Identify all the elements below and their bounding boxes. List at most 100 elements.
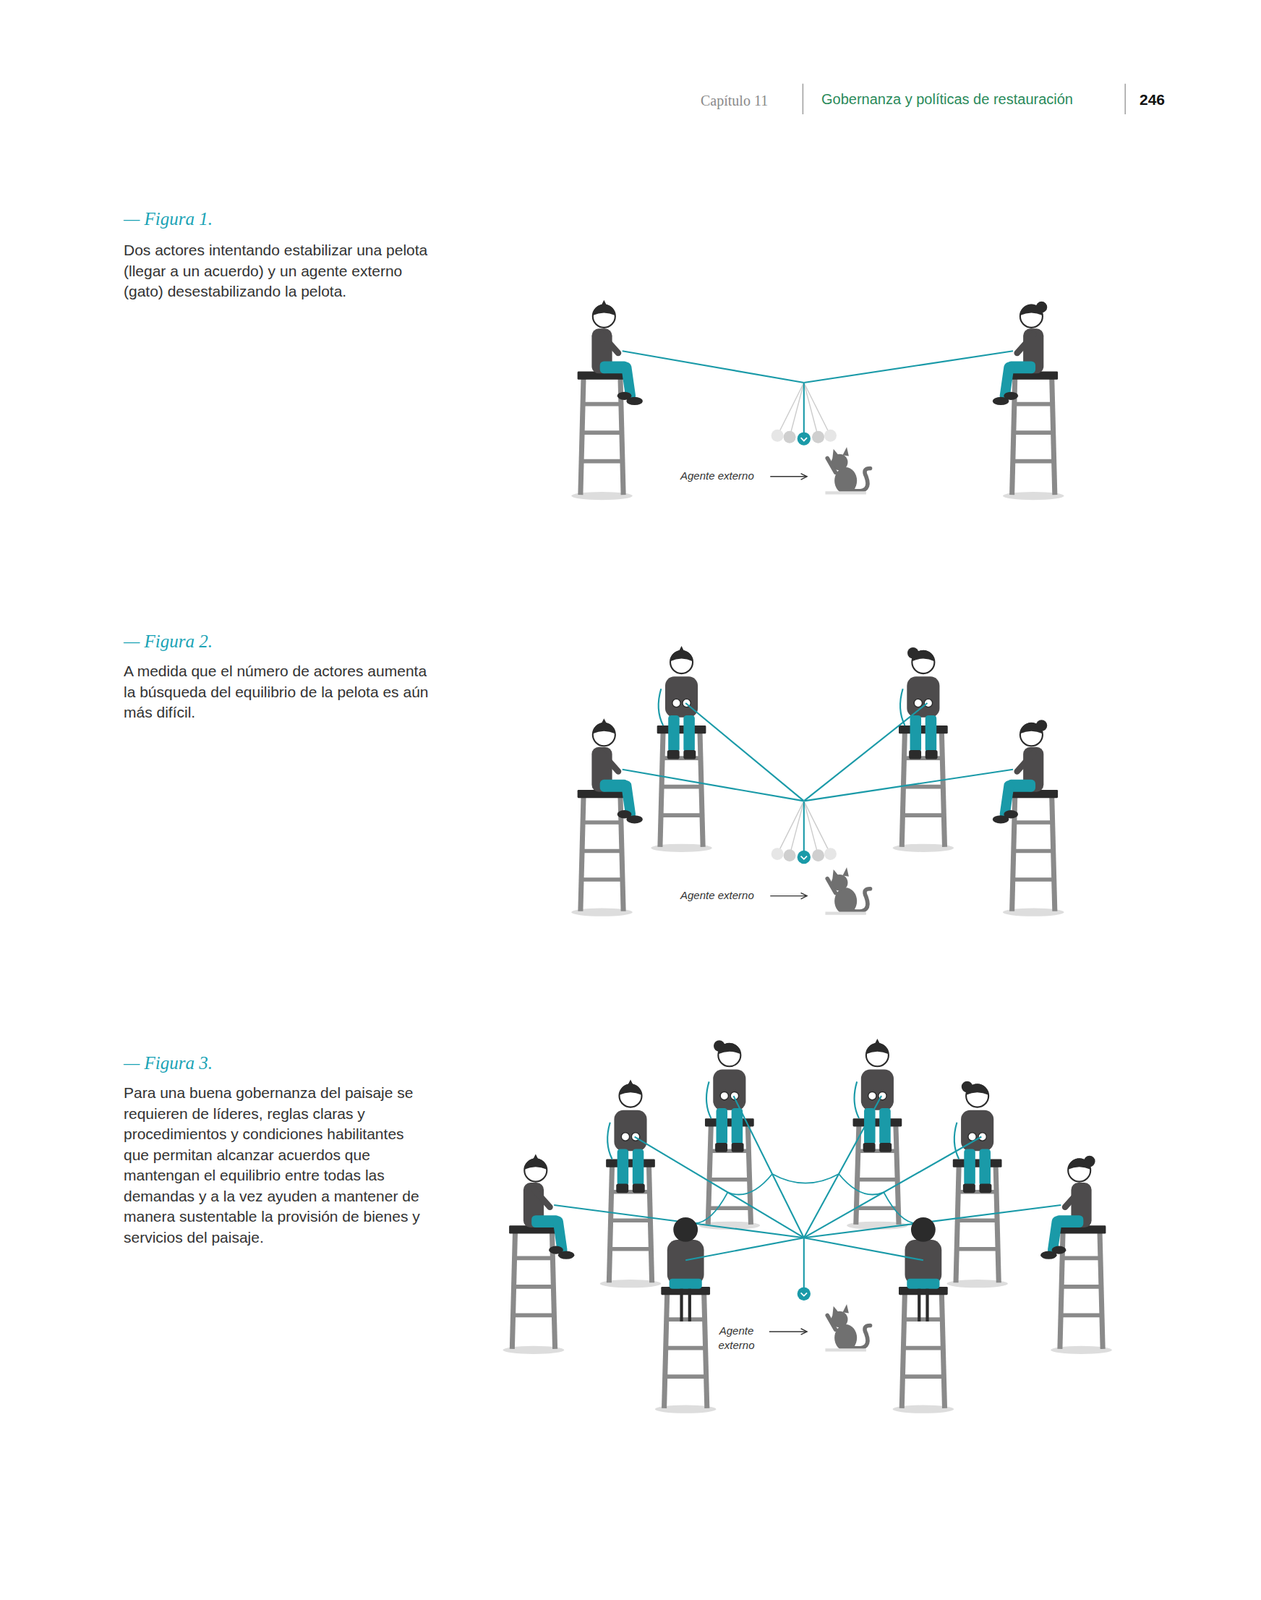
leg (979, 1148, 991, 1186)
web-arc (691, 1191, 728, 1223)
string (804, 702, 928, 801)
hand (868, 1091, 877, 1100)
page-header: 246 (1139, 91, 1165, 109)
stool-rung (581, 459, 622, 464)
stool-rung (856, 1205, 898, 1210)
hair-tuft (678, 645, 685, 652)
string (622, 769, 805, 802)
torso (667, 1239, 705, 1285)
cat-shadow (825, 490, 866, 494)
shoe (715, 1142, 728, 1152)
stool-rung (956, 1217, 998, 1222)
shoe (863, 1142, 876, 1152)
stool-rung (1060, 1284, 1102, 1289)
stool-rung (903, 1316, 944, 1322)
ball (797, 1287, 811, 1301)
hair-bun (907, 647, 919, 659)
back-person (667, 1216, 705, 1322)
cat (825, 866, 870, 914)
shin (1052, 1221, 1058, 1251)
hair-tuft (627, 1079, 634, 1086)
ghost-ball (771, 429, 784, 442)
leader-arrow (770, 895, 807, 896)
string (804, 350, 1013, 383)
pendulum (771, 800, 837, 864)
pendulum (797, 1237, 811, 1301)
ghost-string (777, 382, 805, 436)
torso (906, 676, 940, 717)
stool-leg (648, 1162, 652, 1282)
string (622, 350, 805, 383)
head-back (911, 1216, 936, 1242)
cat-body (834, 1323, 857, 1351)
figure-caption: Dos actores intentando estabilizar una p… (123, 240, 430, 303)
web-arc (883, 1191, 920, 1223)
shoe (616, 1182, 629, 1193)
web-arc (838, 1173, 884, 1195)
cat-ears (832, 866, 849, 879)
ghost-ball (824, 429, 837, 442)
shoe (632, 1182, 645, 1193)
stool (1050, 1224, 1113, 1354)
string (733, 1095, 804, 1238)
arm (533, 1187, 551, 1207)
shin (1005, 367, 1010, 396)
ball (797, 850, 811, 864)
leg-back (925, 1288, 929, 1322)
ghost-string (804, 382, 819, 437)
leg (731, 1107, 744, 1145)
stool (650, 725, 713, 852)
string-loop (954, 1122, 959, 1160)
arrow-head (801, 1328, 807, 1335)
ghost-ball (811, 848, 825, 862)
hair-tuft (600, 300, 607, 306)
shin (1005, 785, 1010, 815)
hair-tuft (874, 1038, 880, 1045)
ball-mark (801, 437, 807, 441)
arm (602, 752, 619, 771)
stool (846, 1117, 909, 1230)
stool-seat (952, 1159, 1003, 1168)
hair-tuft (532, 1153, 539, 1160)
stool-rung (956, 1246, 998, 1251)
ball-string (803, 382, 805, 439)
ghost-string (777, 800, 805, 854)
ghost-string (804, 800, 831, 854)
leader-arrow (769, 1330, 807, 1332)
stool (892, 1286, 955, 1413)
stool-rung (665, 1345, 706, 1350)
shoe (617, 391, 632, 400)
stool (1002, 789, 1065, 917)
stool (571, 789, 633, 917)
leg (683, 715, 695, 752)
web-arc (772, 1173, 839, 1183)
leg-back (688, 1288, 692, 1322)
shoe (731, 1142, 745, 1152)
stool-rung (513, 1313, 554, 1318)
front-person (900, 647, 940, 759)
stool (699, 1117, 761, 1230)
stool-rung (660, 784, 702, 789)
stool (892, 725, 955, 852)
ball-string (803, 1237, 805, 1294)
hand (913, 698, 922, 707)
stool (655, 1286, 717, 1413)
web-arc (727, 1173, 773, 1195)
stool-rung (1012, 402, 1054, 407)
string (804, 769, 1013, 802)
stool-rung (665, 1316, 706, 1322)
leg (910, 715, 922, 752)
hand (720, 1091, 729, 1100)
arm (602, 334, 619, 353)
stool (946, 1159, 1008, 1288)
pendulum (771, 382, 837, 446)
figure-caption: Para una buena gobernanza del paisaje se… (123, 1082, 430, 1248)
ghost-ball (824, 847, 837, 860)
head-back (673, 1216, 698, 1242)
figure-title: — Figura 2. (123, 631, 213, 652)
hair-bun (1083, 1155, 1096, 1168)
string-loop (658, 688, 664, 726)
shoe (548, 1245, 564, 1254)
ball (797, 431, 811, 445)
string (685, 1237, 805, 1260)
